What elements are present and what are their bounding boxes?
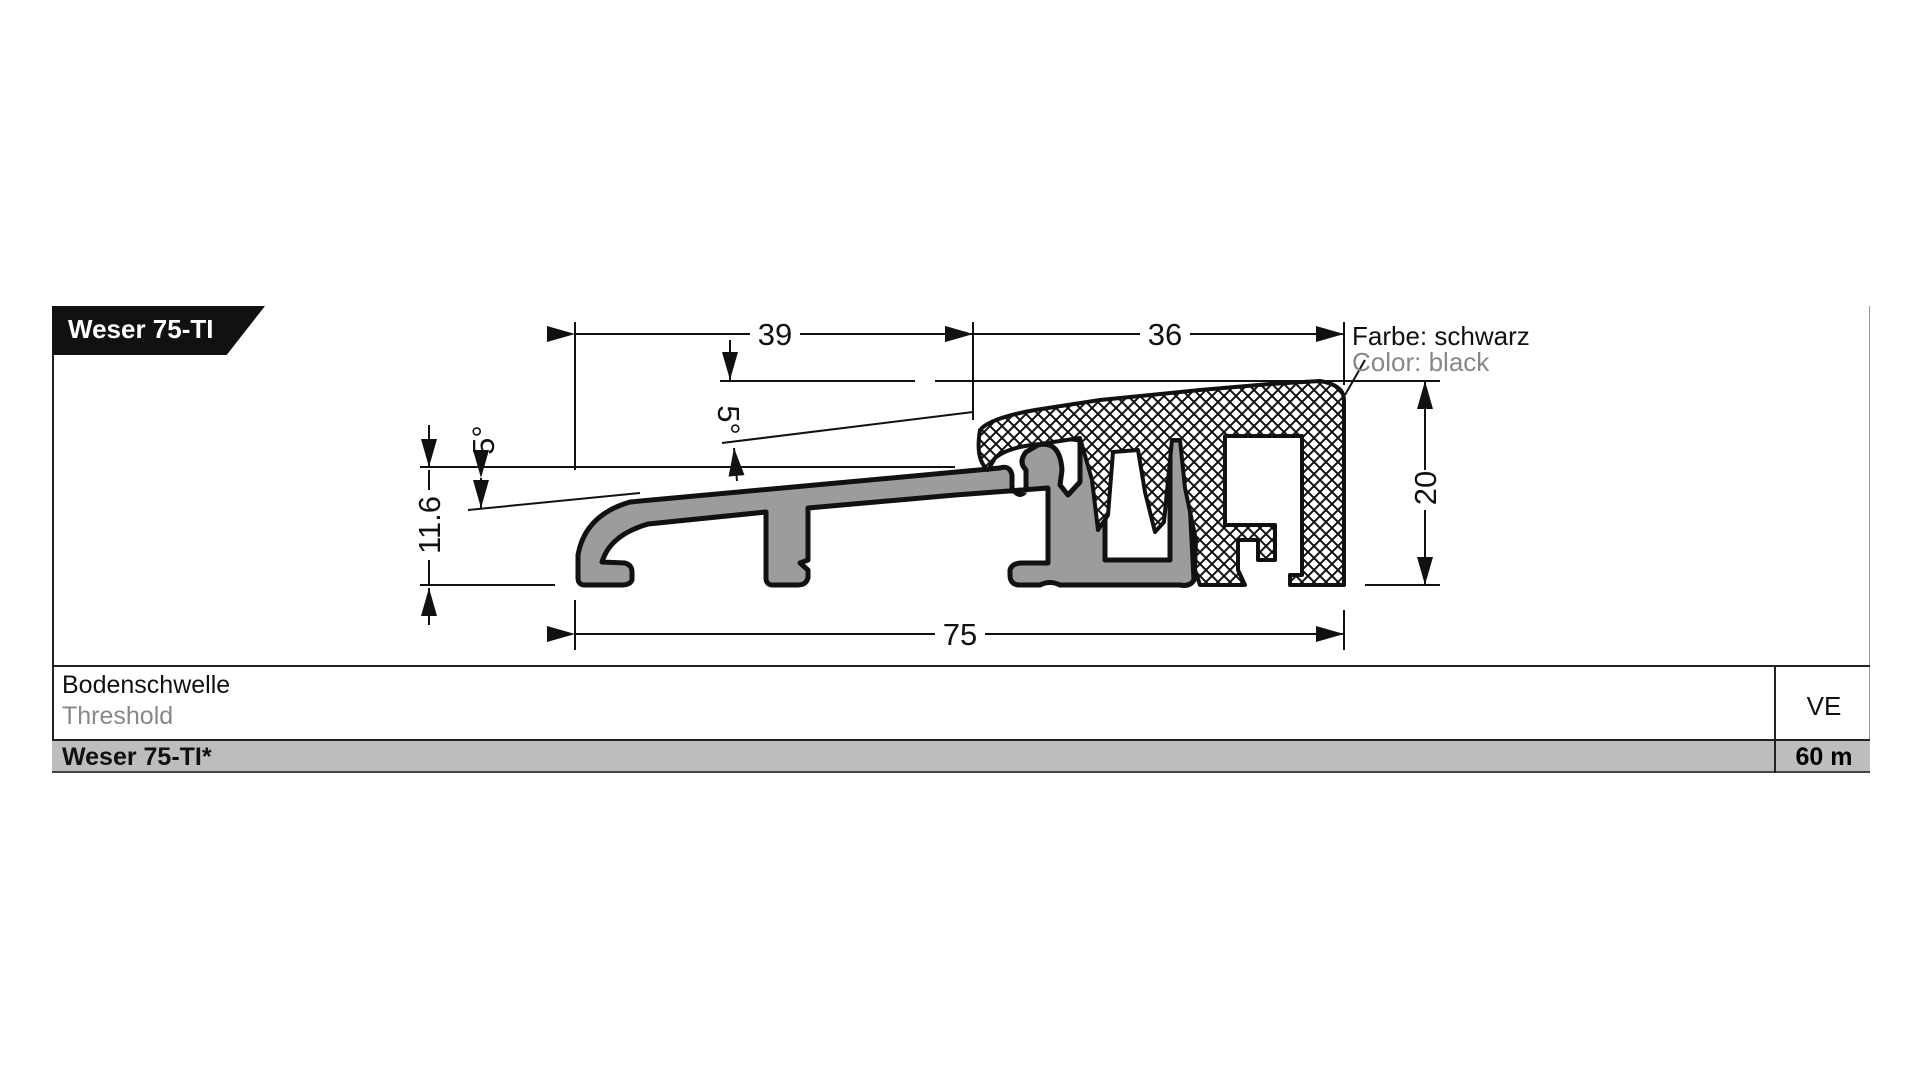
product-code: Weser 75-TI* (62, 743, 212, 771)
column-divider (1774, 741, 1776, 773)
angle-label-2: 5° (711, 405, 746, 435)
angle-line-2 (721, 411, 974, 444)
dim-label-36: 36 (1148, 317, 1182, 352)
dim-label-39: 39 (758, 317, 792, 352)
color-label-de: Farbe: schwarz (1352, 321, 1530, 351)
quantity: 60 m (1795, 743, 1853, 771)
drawing-frame (52, 306, 1870, 773)
dim-label-20: 20 (1408, 471, 1443, 505)
unit-header: VE (1806, 691, 1842, 721)
aluminium-profile (575, 427, 1197, 588)
product-row: Weser 75-TI* 60 m (52, 739, 1870, 773)
title-tab (52, 306, 265, 355)
description-de: Bodenschwelle (62, 671, 231, 699)
color-leader-line (1344, 359, 1366, 396)
rubber-gasket (976, 379, 1346, 587)
dim-label-75: 75 (943, 617, 977, 652)
description-row: Bodenschwelle Threshold VE (52, 665, 1870, 741)
description-en: Threshold (62, 702, 174, 730)
column-divider (1774, 667, 1776, 741)
angle-arrow-2b (728, 447, 745, 482)
dim-label-11-6: 11.6 (412, 496, 447, 554)
angle-label-1: 5° (466, 425, 501, 455)
color-label-en: Color: black (1352, 347, 1490, 377)
product-title: Weser 75-TI (68, 314, 214, 344)
angle-line-1 (467, 492, 641, 511)
